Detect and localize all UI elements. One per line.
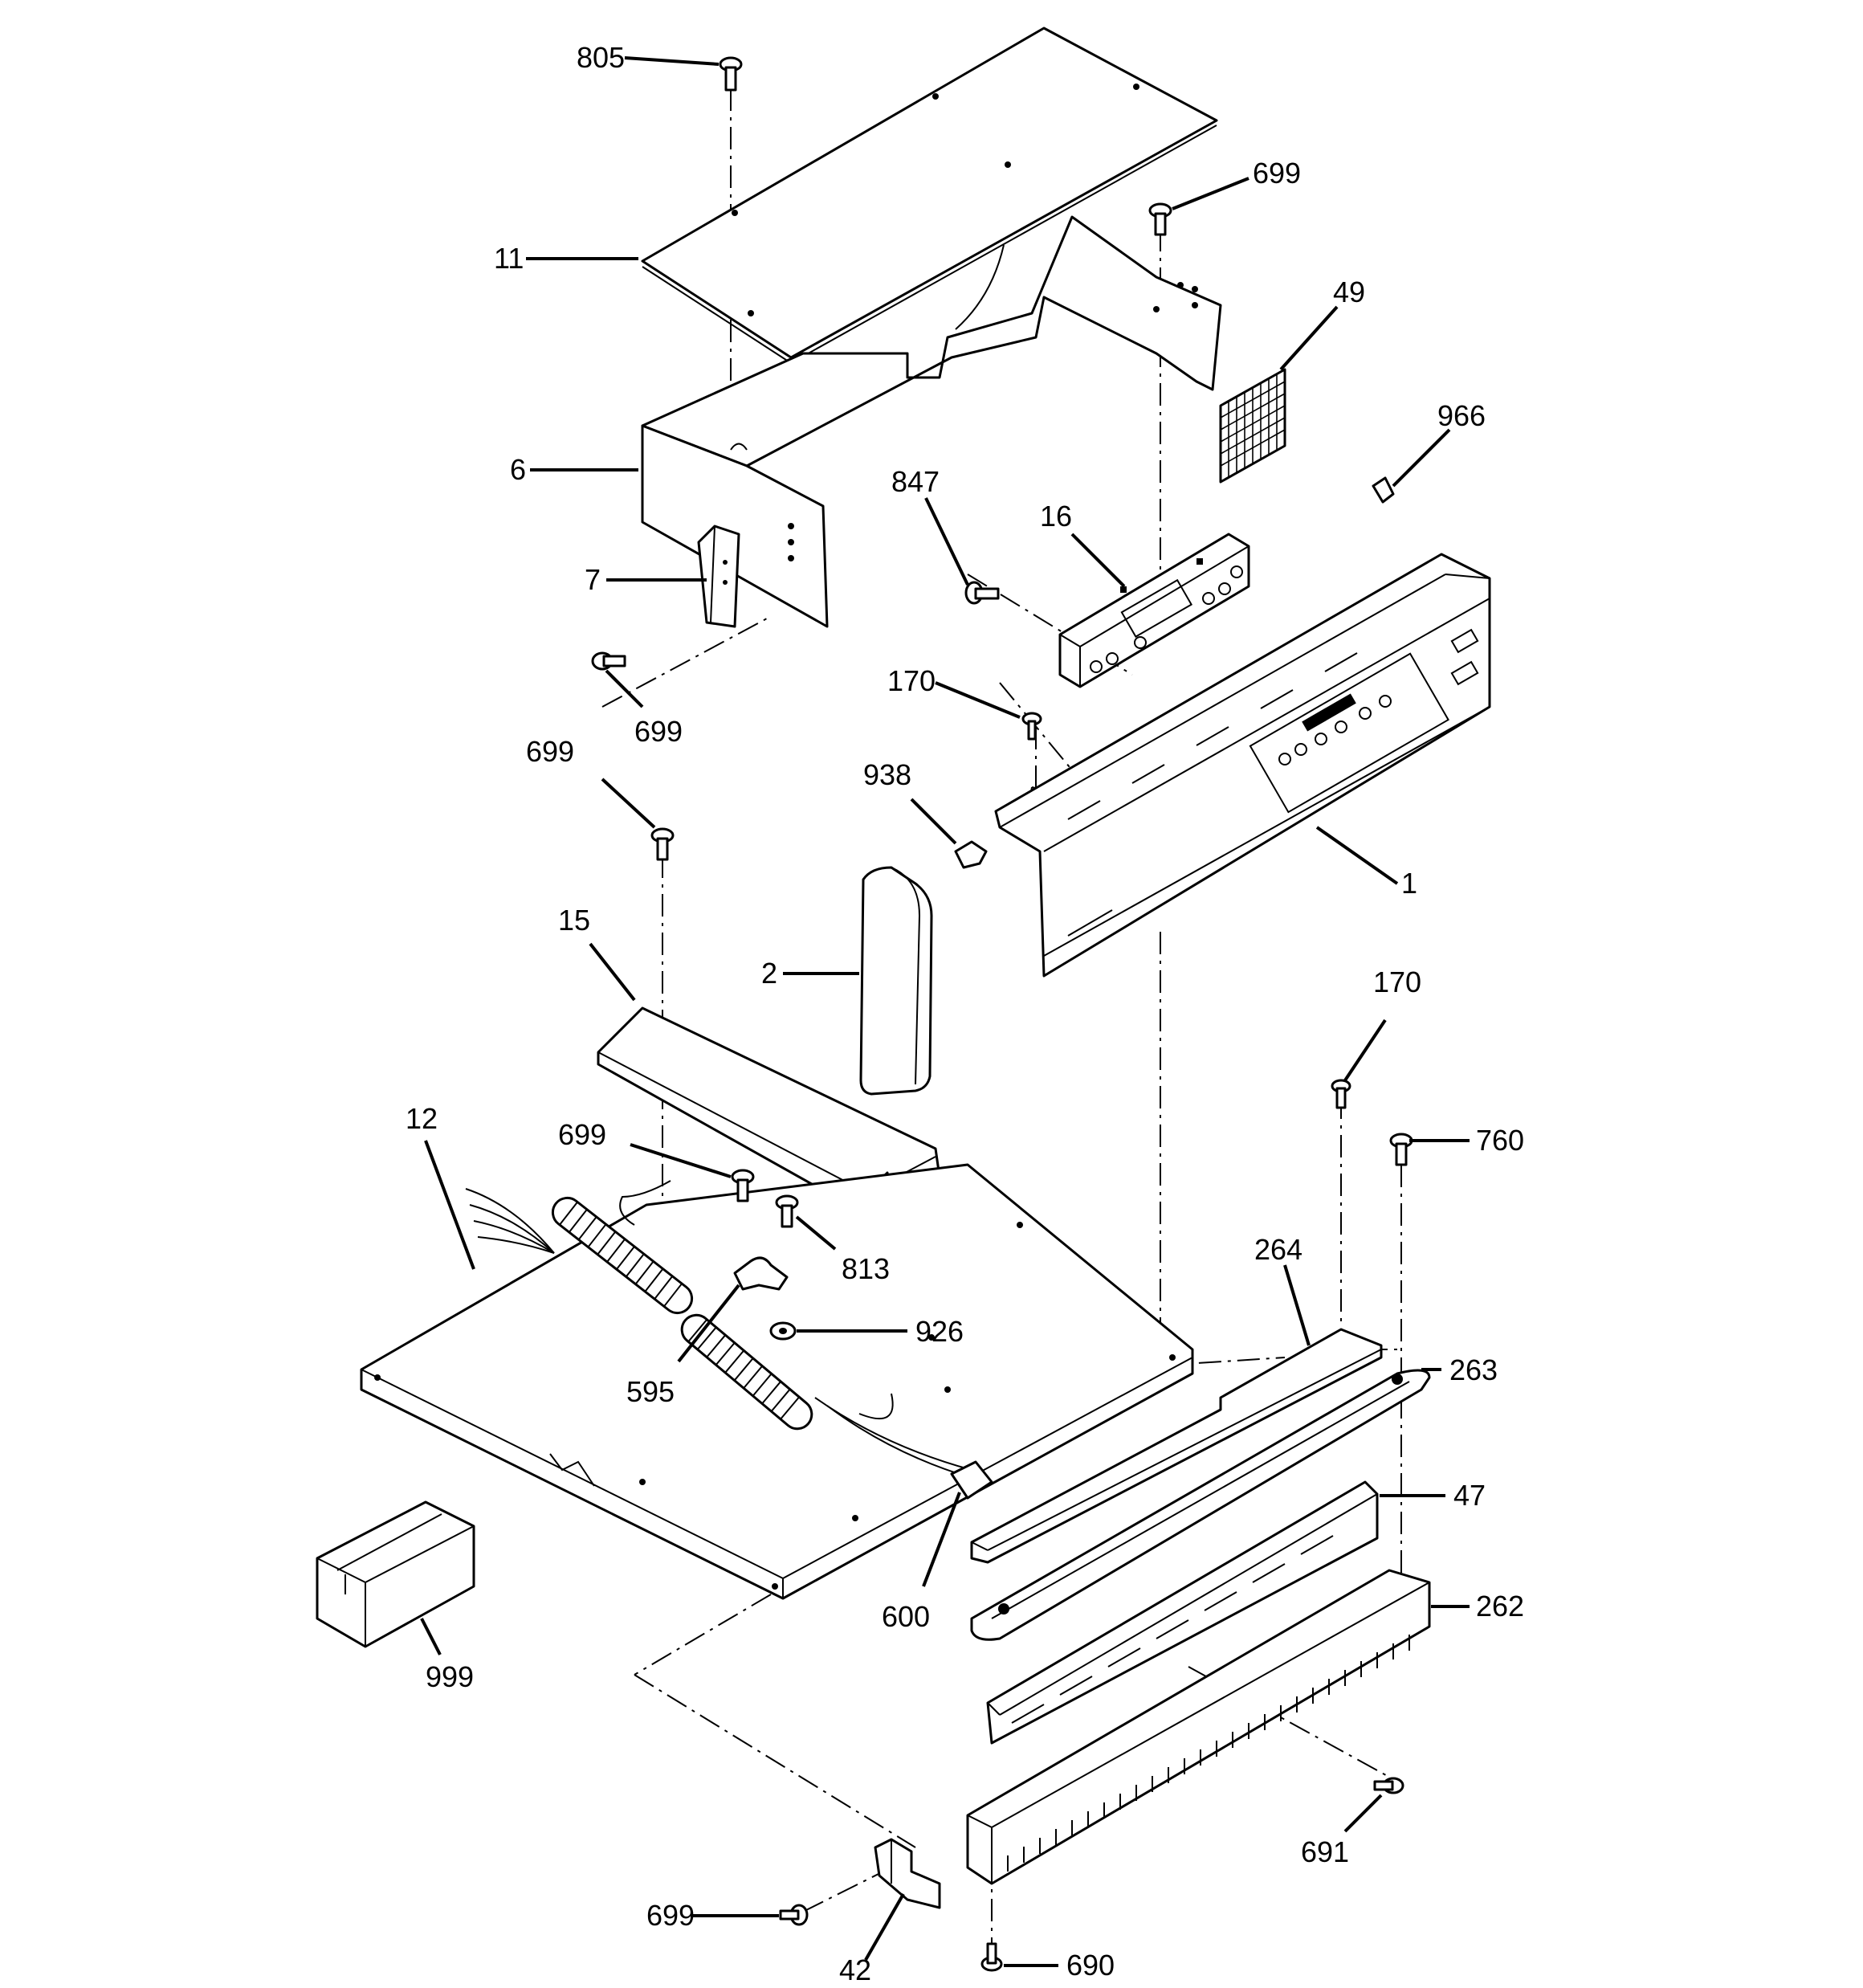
callout-170-upper: 170 — [887, 664, 936, 697]
screw-170-right-icon — [1331, 1079, 1351, 1109]
callout-16: 16 — [1040, 500, 1072, 533]
callout-699-bottom: 699 — [646, 1899, 695, 1932]
callout-42: 42 — [839, 1953, 871, 1986]
part-7-bracket — [697, 525, 740, 628]
screw-699-bottom-icon — [779, 1904, 809, 1926]
callout-7: 7 — [585, 563, 601, 596]
screw-699-top-icon — [1148, 202, 1172, 236]
callout-926: 926 — [915, 1315, 964, 1348]
part-262-kick-panel — [966, 1569, 1431, 1885]
callout-labels: 805 699 11 49 966 6 847 16 7 699 170 699… — [406, 41, 1524, 1986]
callout-760: 760 — [1476, 1124, 1524, 1157]
callout-595: 595 — [626, 1375, 675, 1408]
callout-699-top: 699 — [1253, 157, 1301, 190]
callout-263: 263 — [1449, 1353, 1498, 1386]
part-999-literature-box — [316, 1500, 475, 1648]
part-263-trim-bar — [970, 1369, 1431, 1641]
leader-lines — [420, 56, 1470, 1967]
part-16-control-board — [1058, 533, 1250, 688]
callout-262: 262 — [1476, 1590, 1524, 1623]
callout-690: 690 — [1066, 1949, 1115, 1982]
callout-813: 813 — [842, 1252, 890, 1285]
screw-699-mid-icon — [650, 827, 675, 861]
callout-2: 2 — [761, 957, 777, 990]
callout-47: 47 — [1453, 1479, 1486, 1512]
screw-170-upper-icon — [1021, 712, 1042, 741]
callout-966: 966 — [1437, 399, 1486, 432]
screw-690-icon — [980, 1942, 1003, 1972]
part-2-end-cap — [859, 866, 933, 1096]
part-938-clip — [954, 840, 988, 869]
part-264-trim — [970, 1328, 1383, 1564]
part-966-clip — [1372, 476, 1395, 504]
callout-847: 847 — [891, 465, 940, 498]
part-42-bracket — [874, 1838, 941, 1909]
wire-harness — [465, 1180, 993, 1500]
callout-170-right: 170 — [1373, 965, 1421, 998]
callout-699-left: 699 — [634, 715, 683, 748]
callout-699-mid: 699 — [526, 735, 574, 768]
screw-813-icon — [775, 1194, 799, 1228]
coil-upper — [551, 1196, 694, 1315]
screw-847-icon — [964, 581, 1000, 605]
callout-938: 938 — [863, 758, 911, 791]
screws — [591, 56, 1413, 1972]
callout-699-board: 699 — [558, 1118, 606, 1151]
part-47-vent-panel — [986, 1480, 1379, 1745]
callout-12: 12 — [406, 1102, 438, 1135]
coil-lower — [680, 1313, 813, 1431]
part-49-mesh-grille — [1219, 368, 1286, 484]
callout-11: 11 — [494, 242, 524, 275]
part-595-clamp — [733, 1256, 789, 1291]
screw-760-icon — [1389, 1133, 1413, 1166]
part-1-control-panel — [994, 553, 1491, 978]
callout-264: 264 — [1254, 1233, 1302, 1266]
screw-691-icon — [1373, 1777, 1404, 1794]
callout-691: 691 — [1301, 1835, 1349, 1868]
callout-805: 805 — [577, 41, 625, 74]
part-11-top-cover — [641, 27, 1218, 364]
callout-15: 15 — [558, 904, 590, 937]
screw-699-left-icon — [591, 651, 626, 671]
screw-699-board-icon — [731, 1169, 755, 1202]
screw-805-icon — [719, 56, 743, 92]
part-926-washer — [769, 1321, 797, 1341]
callout-6: 6 — [510, 453, 526, 486]
callout-999: 999 — [426, 1660, 474, 1693]
callout-49: 49 — [1333, 276, 1365, 308]
callout-1: 1 — [1401, 867, 1417, 900]
callout-600: 600 — [882, 1600, 930, 1633]
part-6-enclosure — [641, 215, 1222, 628]
